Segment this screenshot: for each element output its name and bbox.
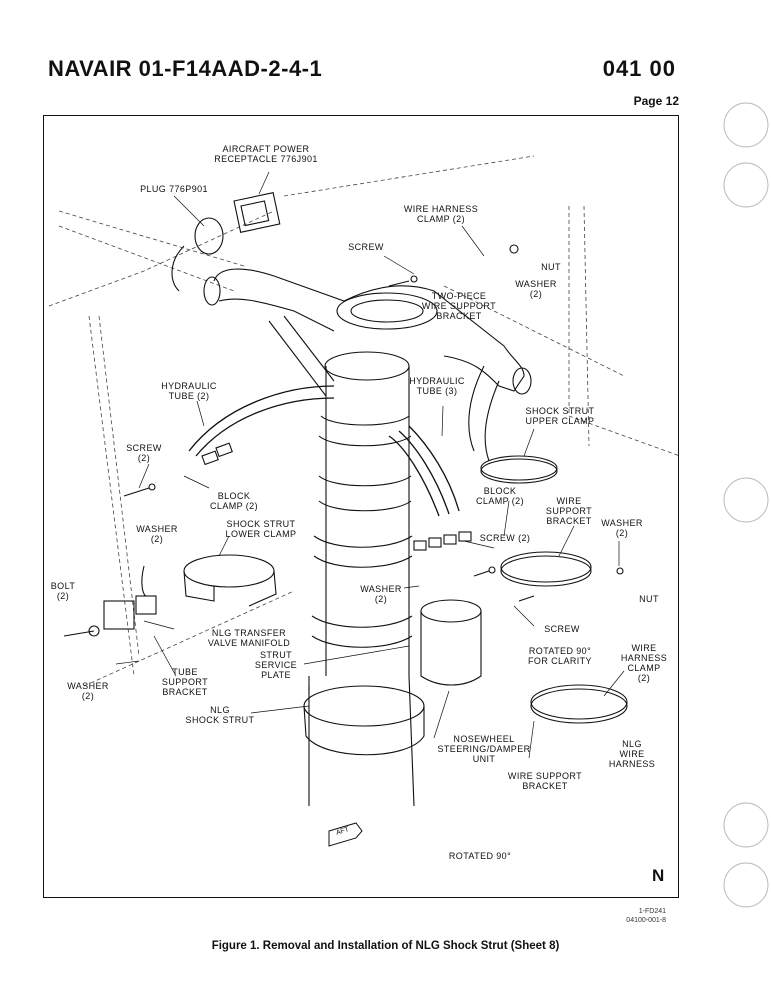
binder-holes [723, 102, 769, 908]
label-nosewheel-unit: NOSEWHEEL STEERING/DAMPER UNIT [437, 734, 531, 764]
label-upper-clamp: SHOCK STRUT UPPER CLAMP [525, 406, 595, 426]
label-wire-harness-clamp-top: WIRE HARNESS CLAMP (2) [403, 204, 479, 224]
label-rotated-clarity: ROTATED 90° FOR CLARITY [528, 646, 592, 666]
label-plug: PLUG 776P901 [140, 184, 208, 194]
orientation-marker: N [652, 866, 665, 885]
figure-frame: AIRCRAFT POWER RECEPTACLE 776J901 PLUG 7… [43, 115, 680, 898]
transfer-valve-part [103, 565, 157, 630]
label-washer-right: WASHER (2) [601, 518, 643, 538]
binder-hole [723, 477, 769, 523]
label-lower-clamp: SHOCK STRUT LOWER CLAMP [225, 519, 297, 539]
label-screw-top: SCREW [348, 242, 384, 252]
label-nlg-wire-harness: NLG WIRE HARNESS [608, 739, 656, 769]
label-block-clamp-left: BLOCK CLAMP (2) [210, 491, 258, 511]
hydraulic-tubes [188, 385, 460, 517]
strut-cylinder [303, 351, 425, 807]
binder-hole [723, 862, 769, 908]
label-washer-top: WASHER (2) [515, 279, 557, 299]
figure-caption: Figure 1. Removal and Installation of NL… [211, 940, 560, 952]
label-nlg-transfer-valve: NLG TRANSFER VALVE MANIFOLD [207, 628, 291, 648]
figure-code: 1-FD241 04100-001-8 [626, 908, 666, 924]
label-nut-top: NUT [541, 262, 561, 272]
nlg-shock-strut-illustration [48, 155, 680, 847]
manual-id: NAVAIR 01-F14AAD-2-4-1 [48, 56, 323, 81]
label-rotated-note: ROTATED 90° [448, 851, 512, 861]
binder-hole [723, 162, 769, 208]
label-nlg-shock-strut: NLG SHOCK STRUT [185, 705, 255, 725]
label-screw-left: SCREW (2) [126, 443, 162, 463]
label-wire-harness-clamp-right: WIRE HARNESS CLAMP (2) [620, 643, 668, 683]
label-washer-bottom: WASHER (2) [67, 681, 109, 701]
label-wire-support-bracket-right: WIRE SUPPORT BRACKET [545, 496, 593, 526]
label-tube-support-bracket: TUBE SUPPORT BRACKET [161, 667, 209, 697]
work-package-number: 041 00 [602, 56, 676, 81]
label-screw-right: SCREW [544, 624, 580, 634]
label-washer-mid: WASHER (2) [360, 584, 402, 604]
label-strut-service-plate: STRUT SERVICE PLATE [254, 650, 298, 680]
binder-hole [723, 102, 769, 148]
label-aircraft-power-receptacle: AIRCRAFT POWER RECEPTACLE 776J901 [214, 144, 318, 164]
steering-unit-part [420, 599, 482, 686]
fasteners [63, 244, 624, 637]
label-nut-right: NUT [639, 594, 659, 604]
label-washer-left: WASHER (2) [136, 524, 178, 544]
lower-clamp-part [183, 554, 277, 607]
airframe-phantom-lines [48, 155, 680, 687]
label-hydraulic-tube-right: HYDRAULIC TUBE (3) [409, 376, 465, 396]
label-two-piece-bracket: TWO-PIECE WIRE SUPPORT BRACKET [421, 291, 497, 321]
binder-hole [723, 802, 769, 848]
label-bolt: BOLT (2) [50, 581, 76, 601]
block-clamp-parts [201, 442, 472, 551]
page-number: Page 12 [633, 94, 679, 108]
aft-arrow [328, 822, 363, 847]
wire-support-bracket-part [500, 551, 592, 587]
upper-clamp-part [480, 455, 558, 484]
leader-lines [115, 171, 625, 759]
rotated-bracket-detail [530, 684, 628, 724]
label-wire-support-bracket-bottom: WIRE SUPPORT BRACKET [507, 771, 583, 791]
plug-receptacle-part [171, 192, 281, 292]
label-screw-mid: SCREW (2) [479, 533, 531, 543]
label-hydraulic-tube-left: HYDRAULIC TUBE (2) [161, 381, 217, 401]
label-block-clamp-right: BLOCK CLAMP (2) [476, 486, 524, 506]
trunnion-yoke [203, 268, 532, 462]
